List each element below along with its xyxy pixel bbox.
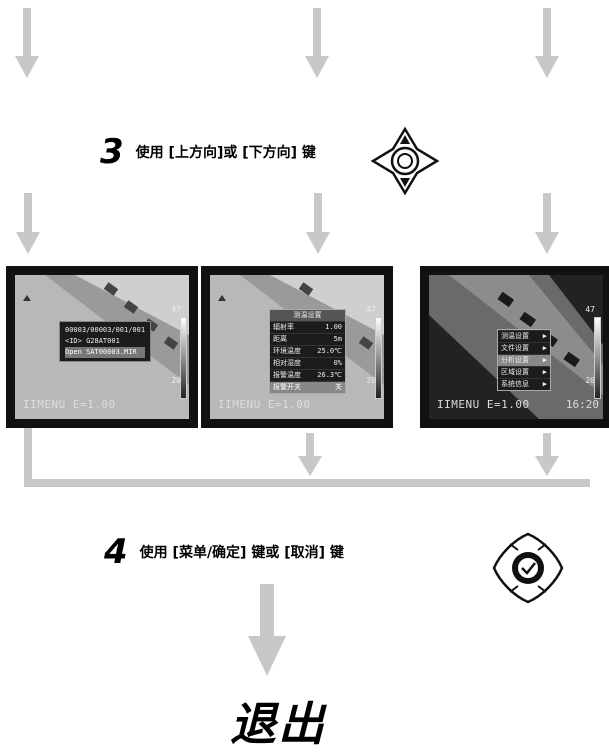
step-3-number: 3 <box>100 132 124 172</box>
submenu-arrow-icon: ▶ <box>542 368 547 376</box>
menu-row-label: 相对湿度 <box>273 359 301 367</box>
scale-bottom-value: 20 <box>585 376 595 385</box>
menu-row-distance[interactable]: 距离 5m <box>270 333 345 345</box>
menu-item-label: 文件设置 <box>501 344 529 352</box>
step-4-number: 4 <box>104 532 128 572</box>
mid-arrow-right-head <box>535 232 559 254</box>
keypad-menu-cancel-icon <box>492 532 564 604</box>
connector-right-head <box>535 456 559 476</box>
menu-item-analysis[interactable]: 分析设置 ▶ <box>498 354 550 366</box>
scale-top-value: 47 <box>366 305 376 314</box>
main-menu: 测温设置 ▶ 文件设置 ▶ 分析设置 ▶ 区域设置 ▶ 系统信息 ▶ <box>497 329 551 391</box>
menu-row-alarm-temp[interactable]: 报警温度 26.3℃ <box>270 369 345 381</box>
submenu-arrow-icon: ▶ <box>542 344 547 352</box>
status-bar: IIMENU E=1.00 <box>437 398 530 411</box>
menu-row-alarm-switch[interactable]: 报警开关 关 <box>270 381 345 393</box>
menu-item-measure[interactable]: 测温设置 ▶ <box>498 330 550 342</box>
temperature-scale-bar <box>375 317 382 399</box>
menu-row-label: 报警温度 <box>273 371 301 379</box>
step-4: 4 使用 [菜单/确定] 键或 [取消] 键 <box>104 532 344 572</box>
connector-right-vertical <box>543 433 551 459</box>
top-arrow-right <box>543 8 551 60</box>
final-arrow-head <box>248 636 286 676</box>
screen-file-info: 00003/00003/001/001 <ID> G28AT001 Open S… <box>6 266 198 428</box>
menu-item-file[interactable]: 文件设置 ▶ <box>498 342 550 354</box>
menu-title: 测温设置 <box>270 310 345 321</box>
file-info-line: <ID> G28AT001 <box>65 337 120 345</box>
clock-time: 16:20 <box>565 398 599 411</box>
middle-arrows <box>16 193 559 254</box>
bottom-connectors <box>24 425 590 487</box>
menu-item-label: 系统信息 <box>501 380 529 388</box>
connector-horizontal-bar <box>24 479 590 487</box>
menu-item-system[interactable]: 系统信息 ▶ <box>498 378 550 390</box>
menu-row-value: 0% <box>333 359 342 367</box>
top-arrows <box>15 8 559 78</box>
scale-top-value: 47 <box>171 305 181 314</box>
menu-row-label: 辐射率 <box>273 323 294 331</box>
temperature-scale-bar <box>594 317 601 399</box>
mid-arrow-right <box>543 193 551 235</box>
submenu-arrow-icon: ▶ <box>542 332 547 340</box>
top-arrow-left <box>23 8 31 60</box>
final-arrow-shaft <box>260 584 274 640</box>
menu-item-label: 测温设置 <box>501 332 529 340</box>
file-info-line: 00003/00003/001/001 <box>65 326 146 334</box>
menu-item-region[interactable]: 区域设置 ▶ <box>498 366 550 378</box>
submenu-arrow-icon: ▶ <box>542 380 547 388</box>
menu-row-humidity[interactable]: 相对湿度 0% <box>270 357 345 369</box>
top-arrow-right-head <box>535 56 559 78</box>
menu-row-ambient-temp[interactable]: 环境温度 25.0℃ <box>270 345 345 357</box>
mid-arrow-left <box>24 193 32 235</box>
menu-item-label: 区域设置 <box>501 368 529 376</box>
menu-row-value: 1.00 <box>325 323 342 331</box>
connector-middle-vertical <box>306 433 314 459</box>
top-arrow-middle-head <box>305 56 329 78</box>
final-arrow <box>248 584 286 676</box>
measure-settings-menu: 测温设置 辐射率 1.00 距离 5m 环境温度 25.0℃ 相对湿度 0% 报警温度 2… <box>269 309 346 394</box>
step-4-instruction: 使用 [菜单/确定] 键或 [取消] 键 <box>139 545 344 561</box>
screen-measure-settings: 测温设置 辐射率 1.00 距离 5m 环境温度 25.0℃ 相对湿度 0% 报警温度 2… <box>201 266 393 428</box>
menu-row-value: 5m <box>333 335 342 343</box>
connector-middle-head <box>298 456 322 476</box>
menu-row-value: 关 <box>335 383 342 391</box>
status-bar: IIMENU E=1.00 <box>218 398 311 411</box>
top-arrow-middle <box>313 8 321 60</box>
exit-label: 退出 <box>230 697 326 751</box>
menu-row-emissivity[interactable]: 辐射率 1.00 <box>270 321 345 333</box>
mid-arrow-middle <box>314 193 322 235</box>
mid-arrow-left-head <box>16 232 40 254</box>
submenu-arrow-icon: ▶ <box>542 356 547 364</box>
menu-row-value: 26.3℃ <box>317 371 342 379</box>
temperature-scale-bar <box>180 317 187 399</box>
menu-row-label: 报警开关 <box>273 383 301 391</box>
top-arrow-left-head <box>15 56 39 78</box>
menu-row-value: 25.0℃ <box>317 347 342 355</box>
screen-main-menu: 测温设置 ▶ 文件设置 ▶ 分析设置 ▶ 区域设置 ▶ 系统信息 ▶ 47 20 IIME… <box>420 266 609 428</box>
menu-row-label: 距离 <box>273 335 287 343</box>
mid-arrow-middle-head <box>306 232 330 254</box>
step-3: 3 使用 [上方向]或 [下方向] 键 <box>100 132 316 172</box>
scale-bottom-value: 20 <box>366 376 376 385</box>
scale-top-value: 47 <box>585 305 595 314</box>
file-info-panel: 00003/00003/001/001 <ID> G28AT001 Open S… <box>59 321 152 362</box>
file-info-line-selected: Open SAT00003.MIR <box>65 347 146 358</box>
status-bar: IIMENU E=1.00 <box>23 398 116 411</box>
connector-left-vertical <box>24 425 32 483</box>
step-3-instruction: 使用 [上方向]或 [下方向] 键 <box>135 145 316 161</box>
scale-bottom-value: 20 <box>171 376 181 385</box>
keypad-up-down-icon <box>370 126 440 196</box>
menu-item-label: 分析设置 <box>501 356 529 364</box>
menu-row-label: 环境温度 <box>273 347 301 355</box>
